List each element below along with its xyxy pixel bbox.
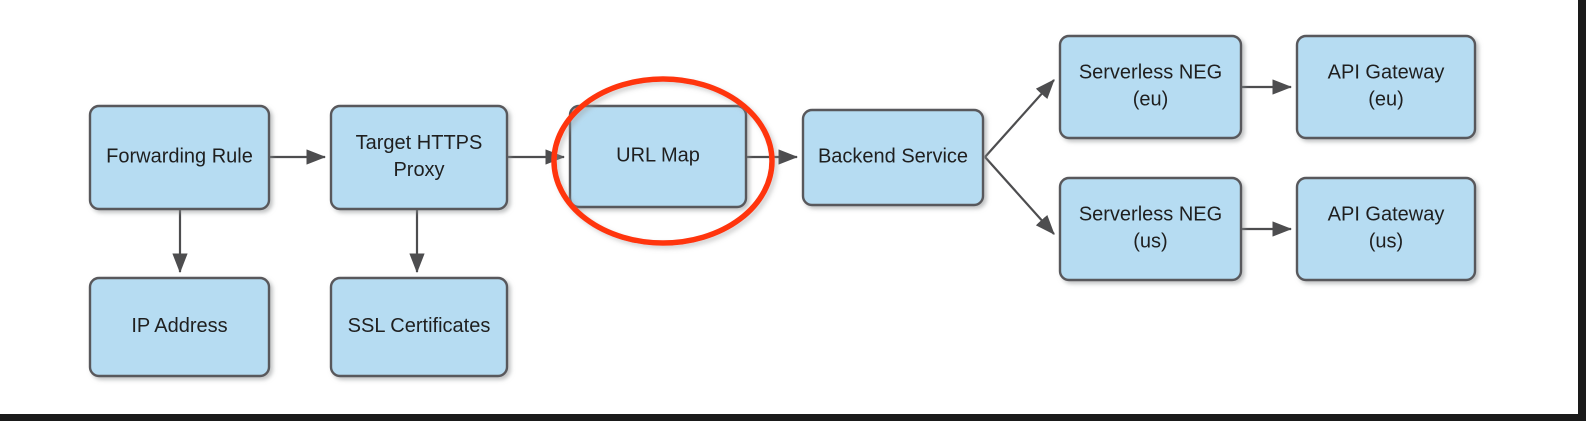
node-api-gateway-us[interactable]: API Gateway(us): [1295, 176, 1477, 282]
ssl-certificates-box[interactable]: [329, 276, 509, 378]
node-url-map[interactable]: URL Map: [568, 104, 748, 209]
target-https-proxy-box[interactable]: [329, 104, 509, 211]
serverless-neg-us-label: Serverless NEG(us): [1079, 204, 1222, 253]
edges-layer: [172, 79, 1293, 274]
api-gateway-us-label: API Gateway(us): [1328, 204, 1445, 253]
window-frame-bottom: [0, 414, 1586, 421]
api-gateway-eu-label: API Gateway(eu): [1328, 62, 1445, 111]
api-gateway-us-box[interactable]: [1295, 176, 1477, 282]
forwarding-rule-box[interactable]: [88, 104, 271, 211]
forwarding-rule-label: Forwarding Rule: [106, 146, 253, 168]
ssl-certificates-label: SSL Certificates: [348, 315, 491, 337]
window-frame-right: [1578, 0, 1586, 421]
node-ip-address[interactable]: IP Address: [88, 276, 271, 378]
backend-service-box[interactable]: [801, 108, 985, 207]
node-backend-service[interactable]: Backend Service: [801, 108, 985, 207]
node-ssl-certificates[interactable]: SSL Certificates: [329, 276, 509, 378]
url-map-label: URL Map: [616, 145, 700, 167]
backend-service-label: Backend Service: [818, 146, 968, 168]
edge-backend-to-neg-us: [984, 156, 1055, 235]
url-map-highlight: [551, 76, 775, 246]
node-serverless-neg-eu[interactable]: Serverless NEG(eu): [1058, 34, 1243, 140]
node-api-gateway-eu[interactable]: API Gateway(eu): [1295, 34, 1477, 140]
url-map-box[interactable]: [568, 104, 748, 209]
node-serverless-neg-us[interactable]: Serverless NEG(us): [1058, 176, 1243, 282]
api-gateway-eu-box[interactable]: [1295, 34, 1477, 140]
ip-address-box[interactable]: [88, 276, 271, 378]
annotations-layer: [551, 76, 775, 246]
node-forwarding-rule[interactable]: Forwarding Rule: [88, 104, 271, 211]
edge-backend-to-neg-eu: [984, 79, 1055, 158]
serverless-neg-eu-label: Serverless NEG(eu): [1079, 62, 1222, 111]
serverless-neg-us-box[interactable]: [1058, 176, 1243, 282]
ip-address-label: IP Address: [131, 315, 227, 337]
serverless-neg-eu-box[interactable]: [1058, 34, 1243, 140]
